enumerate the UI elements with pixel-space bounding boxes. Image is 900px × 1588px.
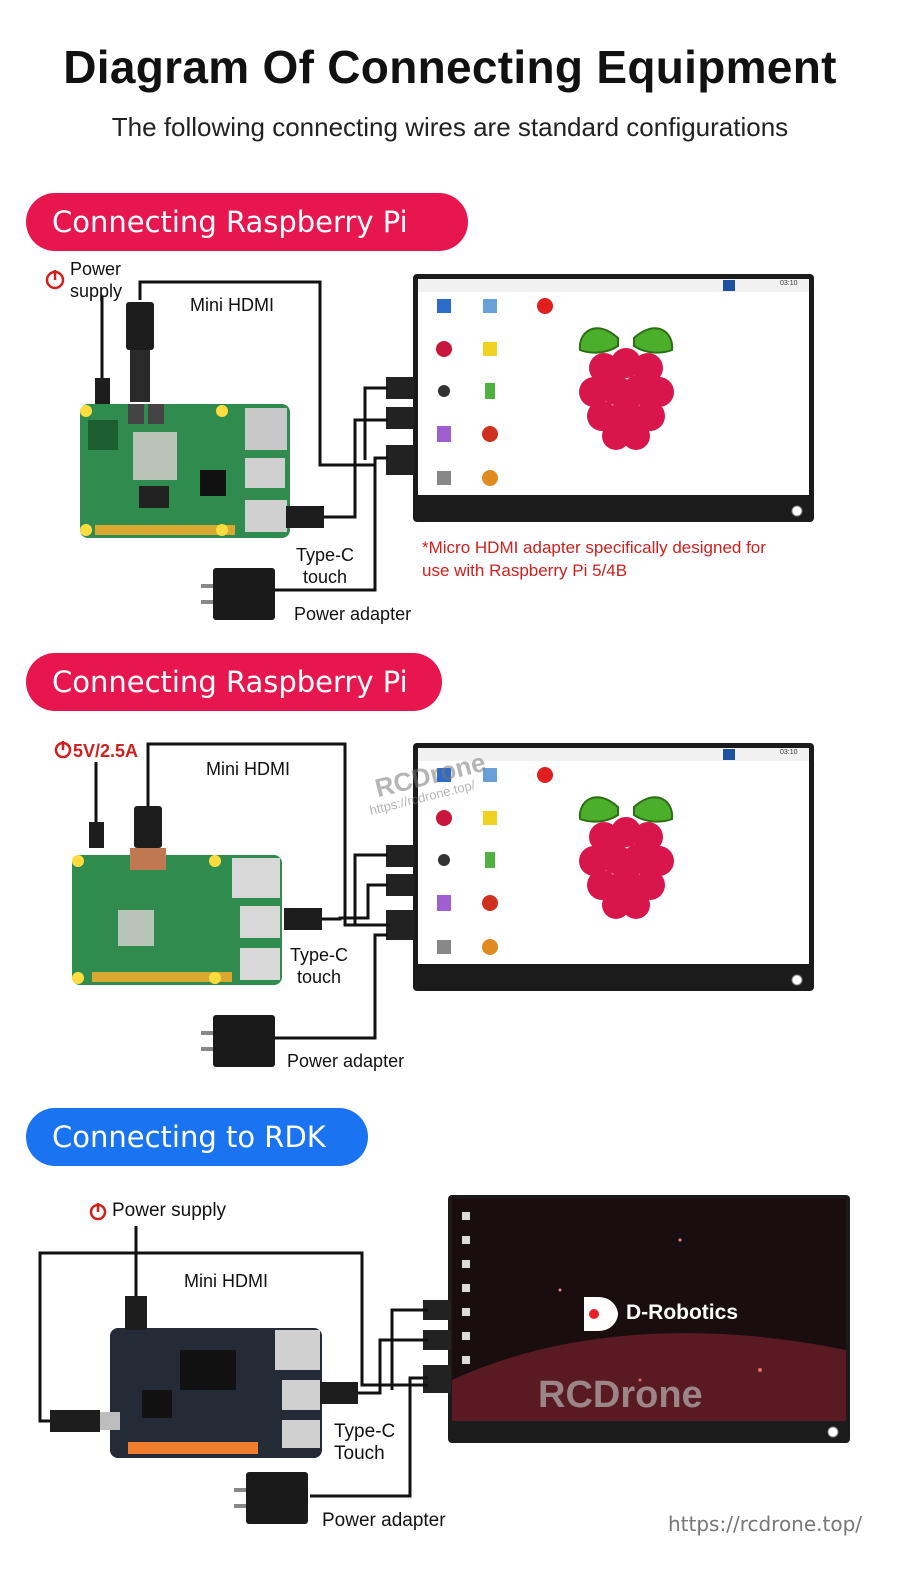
mini-hdmi-label-rdk: Mini HDMI (184, 1271, 268, 1291)
page-title: Diagram Of Connecting Equipment (63, 41, 837, 93)
footer-url: https://rcdrone.top/ (668, 1512, 863, 1536)
mini-hdmi-label-pi3: Mini HDMI (206, 759, 290, 779)
power-adapter-label-pi5: Power adapter (294, 604, 412, 624)
raspberry-pi-3-board (72, 855, 282, 985)
power-adapter-label-rdk: Power adapter (322, 1510, 446, 1531)
rdk-x5-board (110, 1328, 322, 1458)
status-time-pi3: 03:10 (780, 749, 798, 756)
power-icon (45, 270, 65, 290)
power-supply-label-rdk: Power supply (112, 1200, 227, 1221)
page-subtitle: The following connecting wires are stand… (111, 112, 789, 142)
raspberry-pi-5-board (80, 404, 290, 538)
mini-hdmi-label-pi5: Mini HDMI (190, 295, 274, 315)
watermark-brand-large: RCDrone (538, 1374, 703, 1416)
status-time-pi5: 03:10 (780, 280, 798, 287)
power-adapter-label-pi3: Power adapter (287, 1051, 405, 1071)
d-robotics-logo-icon (584, 1297, 618, 1331)
section-heading-rdk: Connecting to RDK X5 (26, 1108, 368, 1212)
d-robotics-brand-text: D-Robotics (626, 1301, 738, 1324)
power-label-pi3: 5V/2.5A (73, 741, 139, 761)
micro-hdmi-note: *Micro HDMI adapter specifically designe… (422, 538, 766, 580)
section-heading-pi3: Connecting Raspberry Pi 3B+ (26, 653, 442, 757)
